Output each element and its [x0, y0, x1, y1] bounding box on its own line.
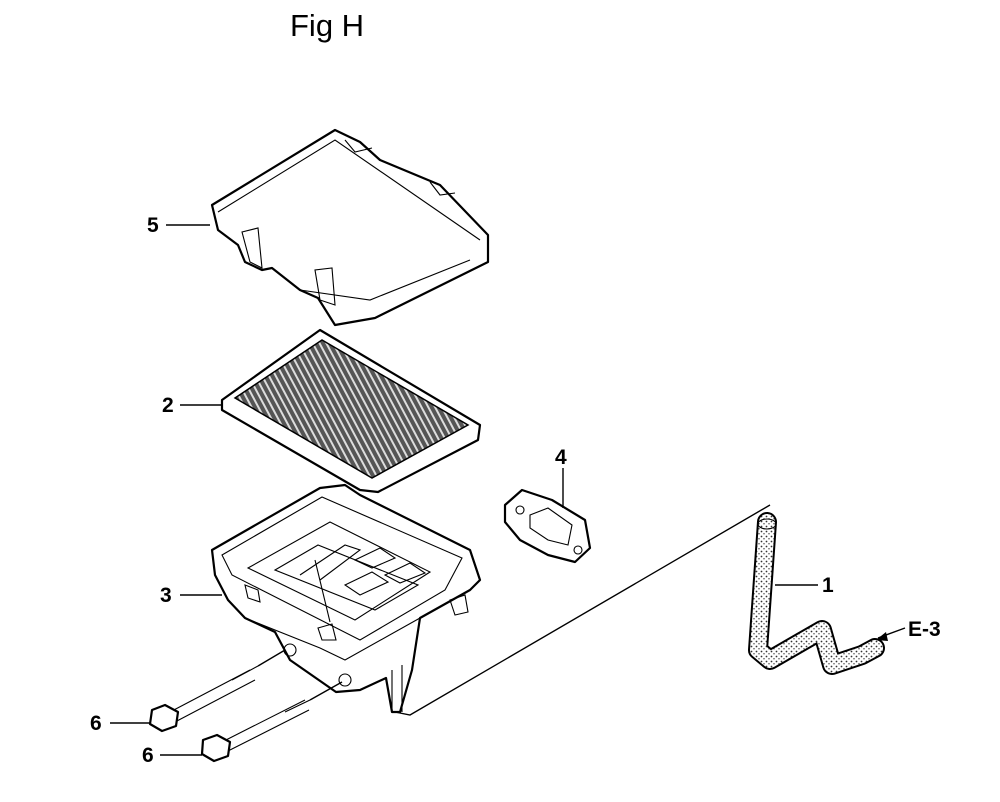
callout-3: 3	[160, 584, 172, 607]
air-cleaner-cover	[210, 128, 490, 327]
figure-title: Fig H	[290, 8, 365, 43]
callout-6-lower: 6	[142, 744, 154, 767]
callout-5: 5	[147, 214, 159, 237]
reference-e3: E-3	[908, 618, 941, 641]
breather-tube	[748, 512, 885, 675]
air-filter-element	[220, 328, 482, 494]
flange-bolt-lower	[200, 699, 311, 763]
air-cleaner-case	[210, 483, 482, 714]
callout-2: 2	[162, 394, 174, 417]
leader-lines	[110, 224, 906, 756]
callout-4: 4	[555, 446, 567, 469]
gasket	[503, 488, 592, 564]
callout-6-upper: 6	[90, 712, 102, 735]
flange-bolt-upper	[148, 665, 259, 733]
callout-1: 1	[822, 574, 834, 597]
